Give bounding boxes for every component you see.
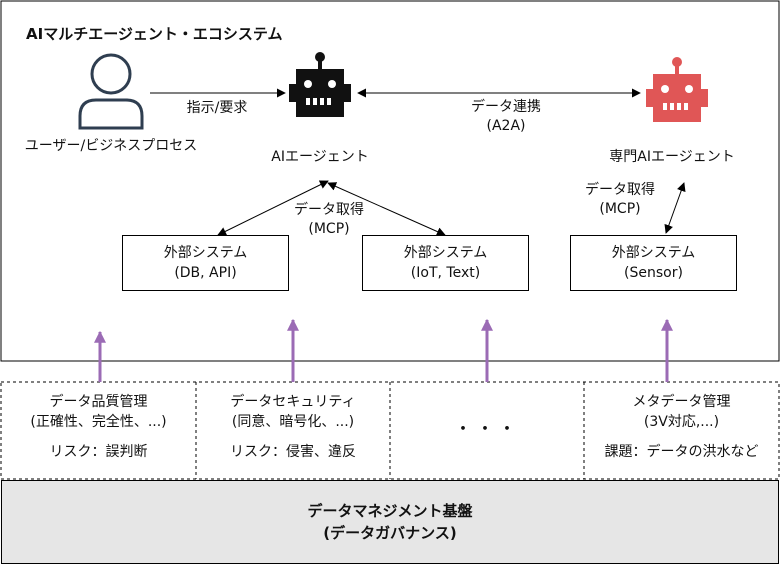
external-system-title: 外部システム: [611, 245, 696, 261]
robot-icon: [289, 52, 351, 117]
governance-detail: (3V対応,...): [643, 414, 720, 430]
mcp-arrow-db: [217, 180, 329, 236]
external-system-db-api: 外部システム (DB, API): [122, 235, 289, 291]
external-system-title: 外部システム: [403, 245, 488, 261]
governance-title: データセキュリティ: [230, 394, 356, 410]
governance-metadata: メタデータ管理 (3V対応,...) 課題：データの洪水など: [584, 382, 779, 479]
governance-arrows: [94, 318, 673, 382]
user-icon: [78, 53, 144, 130]
external-system-detail: (IoT, Text): [410, 265, 481, 281]
specialist-robot-icon: [646, 57, 708, 122]
mcp-arrow-iot: [327, 182, 446, 236]
foundation-title: データマネジメント基盤: [307, 502, 473, 520]
governance-ellipsis: ・・・: [390, 382, 584, 479]
foundation-subtitle: (データガバナンス): [323, 524, 457, 542]
governance-title: データ品質管理: [49, 394, 148, 410]
right-mcp-label-line1: データ取得: [585, 182, 655, 198]
instruction-label: 指示/要求: [186, 100, 248, 116]
specialist-agent-label: 専門AIエージェント: [609, 149, 735, 165]
governance-risk: リスク：誤判断: [49, 444, 148, 460]
governance-risk: 課題：データの洪水など: [604, 444, 759, 460]
governance-data-quality: データ品質管理 (正確性、完全性、...) リスク：誤判断: [1, 382, 196, 479]
external-system-iot-text: 外部システム (IoT, Text): [362, 235, 529, 291]
governance-data-security: データセキュリティ (同意、暗号化、...) リスク：侵害、違反: [196, 382, 390, 479]
data-management-foundation: データマネジメント基盤 (データガバナンス): [1, 480, 779, 564]
ellipsis-text: ・・・: [454, 419, 520, 440]
center-mcp-label-line1: データ取得: [294, 202, 364, 218]
user-label: ユーザー/ビジネスプロセス: [24, 138, 198, 154]
governance-detail: (正確性、完全性、...): [30, 414, 167, 430]
center-mcp-label-line2: (MCP): [308, 221, 350, 237]
ecosystem-frame: [0, 0, 780, 362]
mcp-arrow-sensor: [664, 182, 686, 234]
governance-row: [0, 381, 780, 480]
a2a-label-line2: (A2A): [486, 118, 526, 134]
governance-risk: リスク：侵害、違反: [230, 444, 356, 460]
a2a-label-line1: データ連携: [471, 99, 541, 115]
governance-title: メタデータ管理: [632, 394, 731, 410]
external-system-detail: (Sensor): [624, 265, 683, 281]
external-system-sensor: 外部システム (Sensor): [570, 235, 737, 291]
governance-detail: (同意、暗号化、...): [231, 414, 355, 430]
diagram-title: AIマルチエージェント・エコシステム: [26, 25, 283, 43]
external-system-detail: (DB, API): [174, 265, 237, 281]
ai-agent-label: AIエージェント: [271, 149, 369, 165]
external-system-title: 外部システム: [163, 245, 248, 261]
right-mcp-label-line2: (MCP): [599, 201, 641, 217]
